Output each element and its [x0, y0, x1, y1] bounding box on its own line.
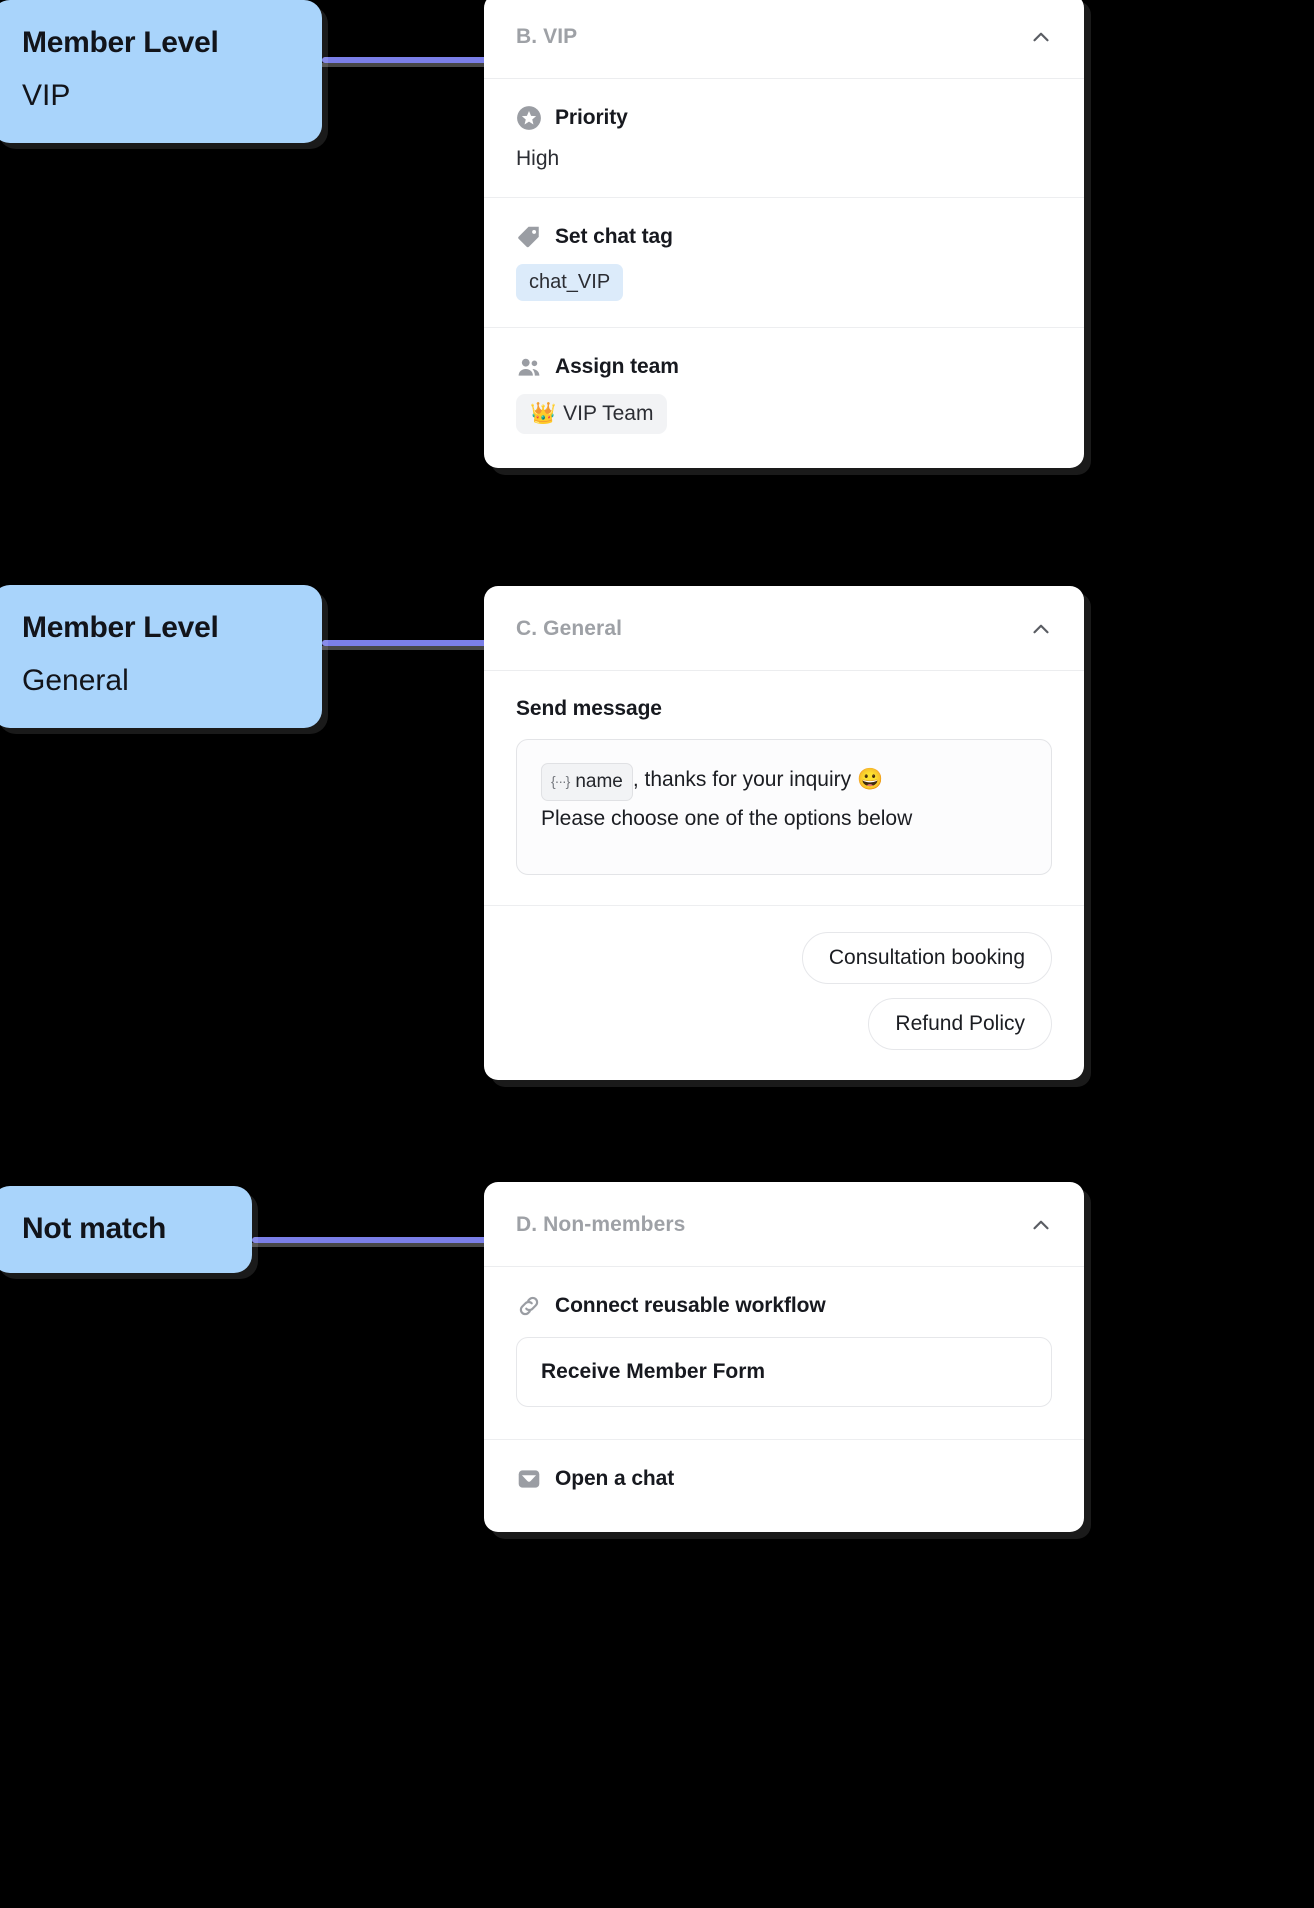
- condition-node-value: VIP: [22, 78, 71, 112]
- workflow-reference-box[interactable]: Receive Member Form: [516, 1337, 1052, 1407]
- message-text-after-chip: , thanks for your inquiry 😀: [632, 768, 884, 791]
- card-title: C. General: [516, 617, 623, 640]
- action-card-general[interactable]: C. General Send message {···} name , thank…: [484, 586, 1084, 1080]
- connector-general: [322, 640, 488, 650]
- priority-value: High: [516, 147, 560, 170]
- section-label: Set chat tag: [555, 225, 673, 248]
- assign-team-value: VIP Team: [563, 402, 654, 425]
- message-line-1: {···} name , thanks for your inquiry 😀: [541, 762, 1027, 802]
- condition-node-not-match[interactable]: Not match: [0, 1186, 252, 1273]
- section-connect-workflow[interactable]: Connect reusable workflow Receive Member…: [484, 1267, 1084, 1440]
- section-head: Assign team: [516, 354, 1052, 380]
- assign-team-pill[interactable]: 👑 VIP Team: [516, 394, 668, 434]
- condition-node-title: Member Level: [22, 611, 219, 644]
- card-header-general[interactable]: C. General: [484, 586, 1084, 671]
- section-send-message[interactable]: Send message {···} name , thanks for your …: [484, 671, 1084, 906]
- variable-chip-name[interactable]: {···} name: [541, 762, 633, 802]
- chevron-up-icon[interactable]: [1028, 1212, 1054, 1238]
- section-head: Open a chat: [516, 1466, 1052, 1492]
- section-open-chat[interactable]: Open a chat: [484, 1440, 1084, 1532]
- card-title: D. Non-members: [516, 1213, 686, 1236]
- variable-chip-label: name: [575, 770, 623, 792]
- section-head: Connect reusable workflow: [516, 1293, 1052, 1319]
- condition-node-title: Member Level: [22, 26, 219, 59]
- section-label: Priority: [555, 106, 628, 129]
- quick-reply-button[interactable]: Consultation booking: [801, 932, 1052, 984]
- section-label: Open a chat: [555, 1467, 675, 1490]
- crown-icon: 👑: [530, 402, 557, 425]
- chat-tag-pill[interactable]: chat_VIP: [516, 264, 624, 301]
- section-assign-team[interactable]: Assign team 👑 VIP Team: [484, 328, 1084, 468]
- send-message-label: Send message: [516, 697, 662, 720]
- condition-node-title: Not match: [22, 1212, 166, 1245]
- card-header-vip[interactable]: B. VIP: [484, 0, 1084, 79]
- quick-reply-list: Consultation booking Refund Policy: [484, 906, 1084, 1080]
- section-priority[interactable]: Priority High: [484, 79, 1084, 198]
- condition-node-vip[interactable]: Member Level VIP: [0, 0, 322, 143]
- condition-node-general[interactable]: Member Level General: [0, 585, 322, 728]
- section-head: Set chat tag: [516, 224, 1052, 250]
- connector-not-match: [252, 1237, 488, 1247]
- section-head: Priority: [516, 105, 1052, 131]
- message-composer[interactable]: {···} name , thanks for your inquiry 😀 Ple…: [516, 739, 1052, 875]
- people-icon: [516, 354, 542, 380]
- braces-icon: {···}: [551, 773, 570, 789]
- section-chat-tag[interactable]: Set chat tag chat_VIP: [484, 198, 1084, 328]
- section-label: Connect reusable workflow: [555, 1294, 826, 1317]
- action-card-non-members[interactable]: D. Non-members Connect reusable workflow…: [484, 1182, 1084, 1532]
- inbox-icon: [516, 1466, 542, 1492]
- condition-node-value: General: [22, 663, 129, 697]
- card-header-non-members[interactable]: D. Non-members: [484, 1182, 1084, 1267]
- quick-reply-button[interactable]: Refund Policy: [868, 998, 1052, 1050]
- connector-vip: [322, 57, 488, 67]
- tag-icon: [516, 224, 542, 250]
- section-label: Assign team: [555, 355, 679, 378]
- chevron-up-icon[interactable]: [1028, 24, 1054, 50]
- chevron-up-icon[interactable]: [1028, 616, 1054, 642]
- card-title: B. VIP: [516, 25, 578, 48]
- star-badge-icon: [516, 105, 542, 131]
- message-line-2: Please choose one of the options below: [541, 807, 913, 831]
- action-card-vip[interactable]: B. VIP Priority High Set chat tag chat_V…: [484, 0, 1084, 468]
- link-icon: [516, 1293, 542, 1319]
